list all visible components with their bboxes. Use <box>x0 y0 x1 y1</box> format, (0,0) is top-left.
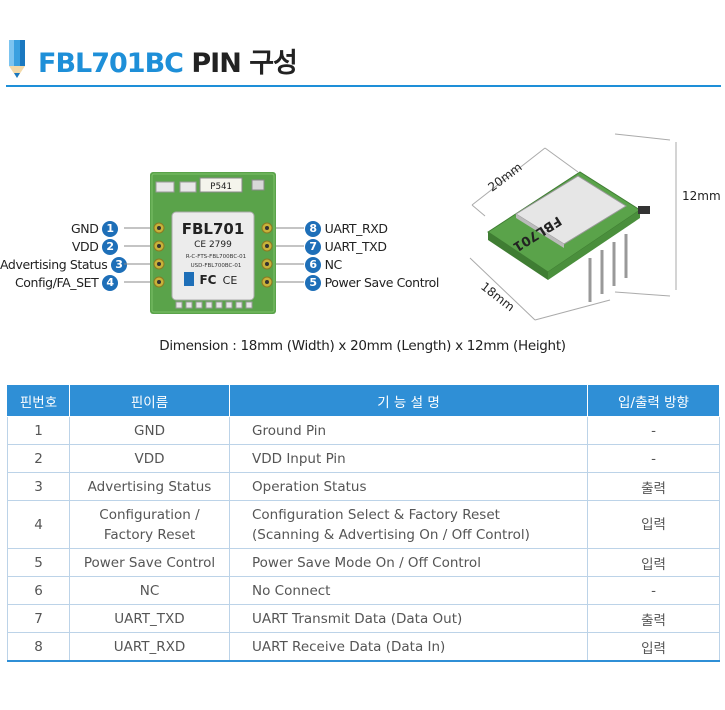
page-header: FBL701BC PIN 구성 <box>0 0 725 90</box>
cell-direction: 출력 <box>587 472 720 501</box>
cell-description: UART Transmit Data (Data Out) <box>229 604 588 633</box>
pin-callout-1: GND 1 <box>0 220 118 237</box>
table-row: 4 Configuration / Factory Reset Configur… <box>7 500 720 549</box>
module-cert: CE 2799 <box>194 240 232 250</box>
page-title: FBL701BC PIN 구성 <box>38 41 298 80</box>
pin-number-badge: 3 <box>110 256 127 273</box>
pin-callout-8: 8 UART_RXD <box>305 220 388 237</box>
cell-pin-name: UART_RXD <box>69 632 230 662</box>
module-cert-line-2: USD-FBL700BC-01 <box>191 263 242 269</box>
pin-number-badge: 1 <box>102 220 118 237</box>
table-row: 3 Advertising Status Operation Status 출력 <box>7 472 720 501</box>
cell-description: No Connect <box>229 576 588 605</box>
pin-callout-4: Config/FA_SET 4 <box>0 274 118 291</box>
pin-callout-5: 5 Power Save Control <box>305 274 439 291</box>
cell-pin-no: 8 <box>7 632 70 662</box>
cell-direction: 입력 <box>587 632 720 662</box>
table-row: 7 UART_TXD UART Transmit Data (Data Out)… <box>7 604 720 633</box>
table-row: 2 VDD VDD Input Pin - <box>7 444 720 473</box>
cell-description: Power Save Mode On / Off Control <box>229 548 588 577</box>
cell-pin-no: 3 <box>7 472 70 501</box>
module-iso-view: 20mm 12mm 18mm FBL701 <box>469 133 720 321</box>
ce-logo-icon: CE <box>223 274 238 287</box>
cell-pin-name: Configuration / Factory Reset <box>69 500 230 549</box>
cell-direction: 입력 <box>587 500 720 549</box>
pin-callout-label: GND <box>70 221 99 236</box>
dimension-20mm: 20mm <box>485 160 524 194</box>
cell-direction: - <box>587 416 720 445</box>
pin-number-badge: 4 <box>102 274 118 291</box>
cell-description: UART Receive Data (Data In) <box>229 632 588 662</box>
cell-direction: 입력 <box>587 548 720 577</box>
cell-direction: 출력 <box>587 604 720 633</box>
column-header-description: 기 능 설 명 <box>229 384 588 417</box>
column-header-pin-no: 핀번호 <box>7 384 70 417</box>
pin-callout-label: Config/FA_SET <box>14 275 99 290</box>
column-header-direction: 입/출력 방향 <box>587 384 720 417</box>
table-row: 8 UART_RXD UART Receive Data (Data In) 입… <box>7 632 720 662</box>
pin-callout-3: Advertising Status 3 <box>0 256 127 273</box>
table-row: 6 NC No Connect - <box>7 576 720 605</box>
column-header-pin-name: 핀이름 <box>69 384 230 417</box>
table-row: 5 Power Save Control Power Save Mode On … <box>7 548 720 577</box>
dimension-12mm: 12mm <box>682 189 720 203</box>
cell-pin-name: Power Save Control <box>69 548 230 577</box>
pin-callout-7: 7 UART_TXD <box>305 238 387 255</box>
pin-table: 핀번호 핀이름 기 능 설 명 입/출력 방향 1 GND Ground Pin… <box>7 384 720 662</box>
cell-description: Ground Pin <box>229 416 588 445</box>
pin-callout-label: Advertising Status <box>0 257 108 272</box>
fc-logo-icon: FC <box>199 273 216 287</box>
cell-pin-name: UART_TXD <box>69 604 230 633</box>
cell-direction: - <box>587 444 720 473</box>
pin-number-badge: 7 <box>305 238 321 255</box>
dimension-caption: Dimension : 18mm (Width) x 20mm (Length)… <box>159 338 566 354</box>
cell-pin-name: NC <box>69 576 230 605</box>
pin-callout-label: UART_TXD <box>324 239 387 254</box>
pin-number-badge: 2 <box>102 238 118 255</box>
cell-description: Operation Status <box>229 472 588 501</box>
pin-callout-6: 6 NC <box>305 256 342 273</box>
cell-pin-no: 1 <box>7 416 70 445</box>
header-divider <box>6 85 721 87</box>
module-top-view: P541 FBL701 CE 2799 R-C-FTS-FBL700BC-01 … <box>150 172 276 314</box>
cell-description: Configuration Select & Factory Reset (Sc… <box>229 500 588 549</box>
title-model: FBL701BC <box>38 48 184 79</box>
cell-description: VDD Input Pin <box>229 444 588 473</box>
cell-pin-no: 7 <box>7 604 70 633</box>
pin-callout-label: VDD <box>71 239 99 254</box>
kc-logo-icon <box>184 272 194 286</box>
table-header-row: 핀번호 핀이름 기 능 설 명 입/출력 방향 <box>7 384 720 417</box>
pin-callout-label: NC <box>324 257 343 272</box>
pin-callout-label: Power Save Control <box>324 275 440 290</box>
cell-direction: - <box>587 576 720 605</box>
pencil-icon <box>9 40 25 78</box>
cell-pin-no: 4 <box>7 500 70 549</box>
module-cert-line-1: R-C-FTS-FBL700BC-01 <box>186 254 246 260</box>
title-rest: PIN 구성 <box>182 48 298 79</box>
cell-pin-name: Advertising Status <box>69 472 230 501</box>
pin-callout-2: VDD 2 <box>0 238 118 255</box>
pin-number-badge: 5 <box>305 274 321 291</box>
cell-pin-no: 2 <box>7 444 70 473</box>
cell-pin-no: 6 <box>7 576 70 605</box>
pin-number-badge: 8 <box>305 220 321 237</box>
module-name: FBL701 <box>182 220 245 238</box>
cell-pin-no: 5 <box>7 548 70 577</box>
module-marking: P541 <box>210 182 232 192</box>
pin-callout-label: UART_RXD <box>324 221 388 236</box>
cell-pin-name: GND <box>69 416 230 445</box>
table-row: 1 GND Ground Pin - <box>7 416 720 445</box>
cell-pin-name: VDD <box>69 444 230 473</box>
pin-number-badge: 6 <box>305 256 321 273</box>
